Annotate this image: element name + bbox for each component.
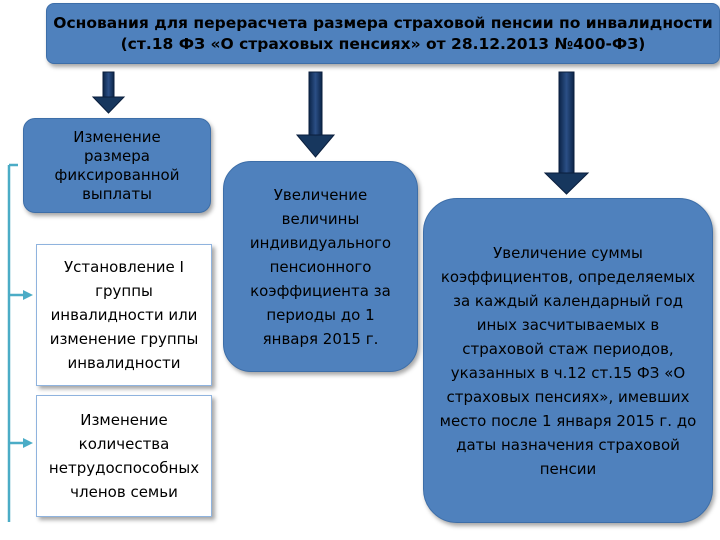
disability-group-box: Установление I группы инвалидности или и… bbox=[36, 244, 212, 386]
down-arrow-1 bbox=[91, 71, 126, 114]
title-line-2: (ст.18 ФЗ «О страховых пенсиях» от 28.12… bbox=[120, 34, 646, 53]
coefficient-sum-text: Увеличение суммы коэффициентов, определя… bbox=[439, 243, 697, 478]
individual-coefficient-box: Увеличение величины индивидуального пенс… bbox=[223, 161, 418, 372]
title-line-1: Основания для перерасчета размера страхо… bbox=[53, 13, 713, 32]
disability-group-text: Установление I группы инвалидности или и… bbox=[49, 258, 199, 372]
fixed-payment-text: Изменение размера фиксированной выплаты bbox=[54, 127, 180, 203]
family-members-text: Изменение количества нетрудоспособных чл… bbox=[48, 411, 200, 501]
individual-coefficient-text: Увеличение величины индивидуального пенс… bbox=[249, 185, 392, 348]
bracket-arrow-1 bbox=[9, 290, 33, 300]
left-bracket bbox=[7, 163, 18, 522]
down-arrow-3 bbox=[543, 71, 590, 195]
coefficient-sum-box: Увеличение суммы коэффициентов, определя… bbox=[423, 198, 713, 523]
fixed-payment-box: Изменение размера фиксированной выплаты bbox=[23, 118, 211, 213]
diagram-title: Основания для перерасчета размера страхо… bbox=[46, 3, 720, 64]
bracket-arrow-2 bbox=[9, 438, 33, 448]
family-members-box: Изменение количества нетрудоспособных чл… bbox=[36, 395, 212, 517]
down-arrow-2 bbox=[295, 71, 336, 158]
